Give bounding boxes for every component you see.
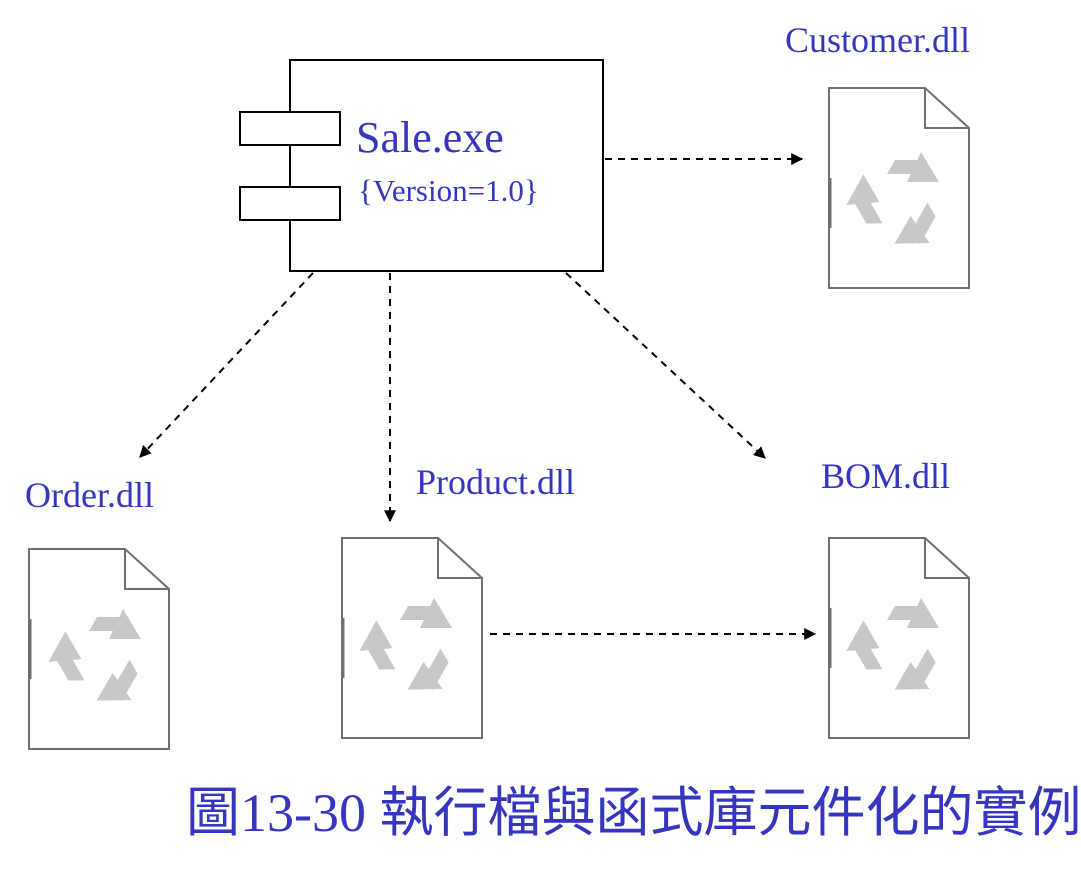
file-icon-bom [828, 537, 970, 739]
file-icon-customer [828, 87, 970, 289]
component-sale-exe [239, 59, 604, 272]
file-icon-order [28, 548, 170, 750]
file-icon-product [341, 537, 483, 739]
file-label-bom: BOM.dll [821, 456, 951, 496]
dependency-arrow-bom [565, 272, 766, 459]
dependency-arrow-order [139, 272, 314, 458]
component-port-top [239, 111, 341, 146]
file-label-customer: Customer.dll [785, 20, 971, 60]
diagram-canvas [28, 59, 970, 750]
component-name: Sale.exe [356, 113, 504, 162]
file-label-order: Order.dll [25, 475, 154, 515]
component-version: {Version=1.0} [358, 173, 539, 208]
figure-caption: 圖13-30 執行檔與函式庫元件化的實例 [186, 783, 1081, 843]
component-port-bottom [239, 186, 341, 221]
file-label-product: Product.dll [416, 462, 575, 502]
